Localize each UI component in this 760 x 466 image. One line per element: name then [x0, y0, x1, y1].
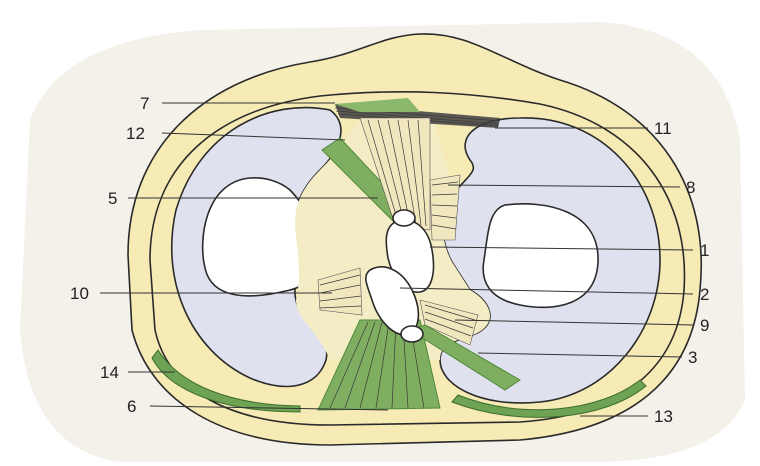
tubercle-cap-lower [401, 326, 423, 342]
label-13: 13 [654, 407, 673, 426]
label-2: 2 [700, 285, 709, 304]
label-9: 9 [700, 316, 709, 335]
label-10: 10 [70, 284, 89, 303]
label-14: 14 [100, 363, 119, 382]
label-6: 6 [127, 397, 136, 416]
label-11: 11 [654, 119, 672, 138]
label-3: 3 [688, 348, 697, 367]
label-12: 12 [126, 124, 145, 143]
label-7: 7 [140, 94, 149, 113]
label-8: 8 [686, 178, 695, 197]
label-5: 5 [108, 189, 117, 208]
tubercle-cap-upper [393, 210, 415, 226]
label-1: 1 [700, 241, 709, 260]
